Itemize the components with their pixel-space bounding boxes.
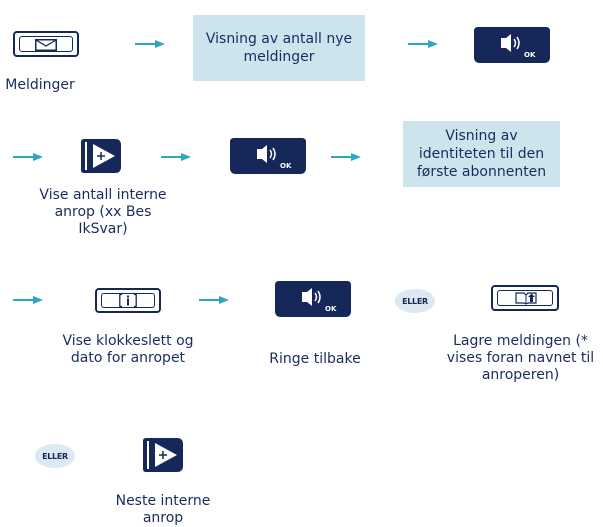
arrow-right-icon xyxy=(13,153,43,161)
arrow-right-icon xyxy=(408,40,438,48)
callback-label: Ringe tilbake xyxy=(269,351,361,367)
messages-label: Meldinger xyxy=(5,77,75,93)
info-box-first-caller: Visning av identiteten til den første ab… xyxy=(403,121,560,187)
info-box-new-messages: Visning av antall nye meldinger xyxy=(193,15,365,81)
time-date-label: Vise klokkeslett og dato for anropet xyxy=(62,333,194,366)
next-plus-key[interactable] xyxy=(143,438,183,472)
or-badge: ELLER xyxy=(395,289,435,313)
info-icon xyxy=(119,294,137,307)
next-plus-key[interactable] xyxy=(81,139,121,173)
envelope-icon xyxy=(35,39,57,51)
messages-key[interactable] xyxy=(13,31,79,57)
save-message-key[interactable] xyxy=(491,285,559,311)
next-internal-call-label: Neste interne anrop xyxy=(115,493,211,526)
save-message-label: Lagre meldingen (* vises foran navnet ti… xyxy=(446,333,595,383)
speaker-ok-key[interactable] xyxy=(474,27,550,63)
arrow-right-icon xyxy=(331,153,361,161)
internal-calls-label: Vise antall interne anrop (xx Bes IkSvar… xyxy=(39,187,167,237)
speaker-ok-key[interactable] xyxy=(230,138,306,174)
info-key[interactable] xyxy=(95,288,161,313)
book-icon xyxy=(515,292,537,305)
or-badge: ELLER xyxy=(35,444,75,468)
arrow-right-icon xyxy=(13,296,43,304)
arrow-right-icon xyxy=(199,296,229,304)
arrow-right-icon xyxy=(135,40,165,48)
arrow-right-icon xyxy=(161,153,191,161)
speaker-ok-key[interactable] xyxy=(275,281,351,317)
